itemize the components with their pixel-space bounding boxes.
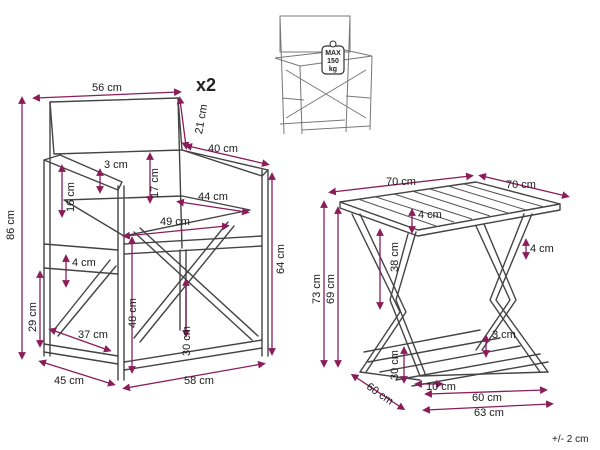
chair-labels: x2 56 cm 21 cm 40 cm 3 cm 17 cm 16 cm 44… bbox=[5, 75, 287, 387]
chair-bottom-rail: 37 cm bbox=[78, 329, 108, 341]
table-foot-gap: 10 cm bbox=[426, 381, 456, 393]
badge-line3: kg bbox=[329, 66, 337, 73]
chair-seat-width: 44 cm bbox=[198, 191, 228, 203]
chair-front-height: 64 cm bbox=[275, 244, 287, 274]
chair-leg-gap: 4 cm bbox=[72, 257, 96, 269]
chair-depth: 45 cm bbox=[54, 375, 84, 387]
chair-backrest bbox=[49, 97, 183, 155]
chair-seat-depth: 49 cm bbox=[160, 216, 190, 228]
chair-arm-gap: 3 cm bbox=[104, 159, 128, 171]
quantity-label: x2 bbox=[196, 75, 216, 95]
chair-seat-height: 29 cm bbox=[27, 302, 39, 332]
chair-seat bbox=[63, 195, 251, 237]
chair-width: 58 cm bbox=[184, 375, 214, 387]
table-height-inner: 69 cm bbox=[325, 274, 337, 304]
badge-line2: 150 bbox=[327, 58, 339, 65]
table-top-gap: 4 cm bbox=[418, 209, 442, 221]
preview-chair bbox=[274, 15, 373, 135]
chair-total-height: 86 cm bbox=[5, 210, 17, 240]
max-load-badge: MAX 150 kg bbox=[321, 40, 345, 75]
chair-dimensions bbox=[18, 88, 276, 392]
tolerance-note: +/- 2 cm bbox=[552, 434, 588, 445]
chair-arm-height: 17 cm bbox=[149, 168, 161, 198]
chair-width-top: 56 cm bbox=[92, 82, 122, 94]
table-drawing bbox=[339, 181, 561, 387]
table-depth-base: 60 cm bbox=[364, 381, 395, 408]
preview-backrest bbox=[279, 15, 351, 53]
chair-lower-gap: 30 cm bbox=[181, 326, 193, 356]
chair-backrest-height: 21 cm bbox=[193, 103, 210, 135]
chair-depth-top: 40 cm bbox=[208, 143, 238, 155]
table-width-inner: 60 cm bbox=[472, 392, 502, 404]
table-side-gap: 4 cm bbox=[530, 243, 554, 255]
table-top-width: 70 cm bbox=[386, 176, 416, 188]
table-leg-upper: 38 cm bbox=[389, 242, 401, 272]
table-cross-gap: 3 cm bbox=[492, 329, 516, 341]
badge-line1: MAX bbox=[325, 50, 341, 57]
table-foot-height: 30 cm bbox=[389, 350, 401, 380]
table-height-total: 73 cm bbox=[311, 274, 323, 304]
chair-arm-inner: 16 cm bbox=[65, 182, 77, 212]
chair-arm-left bbox=[43, 154, 123, 191]
chair-seat-frame: 48 cm bbox=[127, 298, 139, 328]
table-width-base: 63 cm bbox=[474, 407, 504, 419]
table-dimensions bbox=[320, 172, 570, 414]
table-top-depth: 70 cm bbox=[506, 179, 536, 191]
